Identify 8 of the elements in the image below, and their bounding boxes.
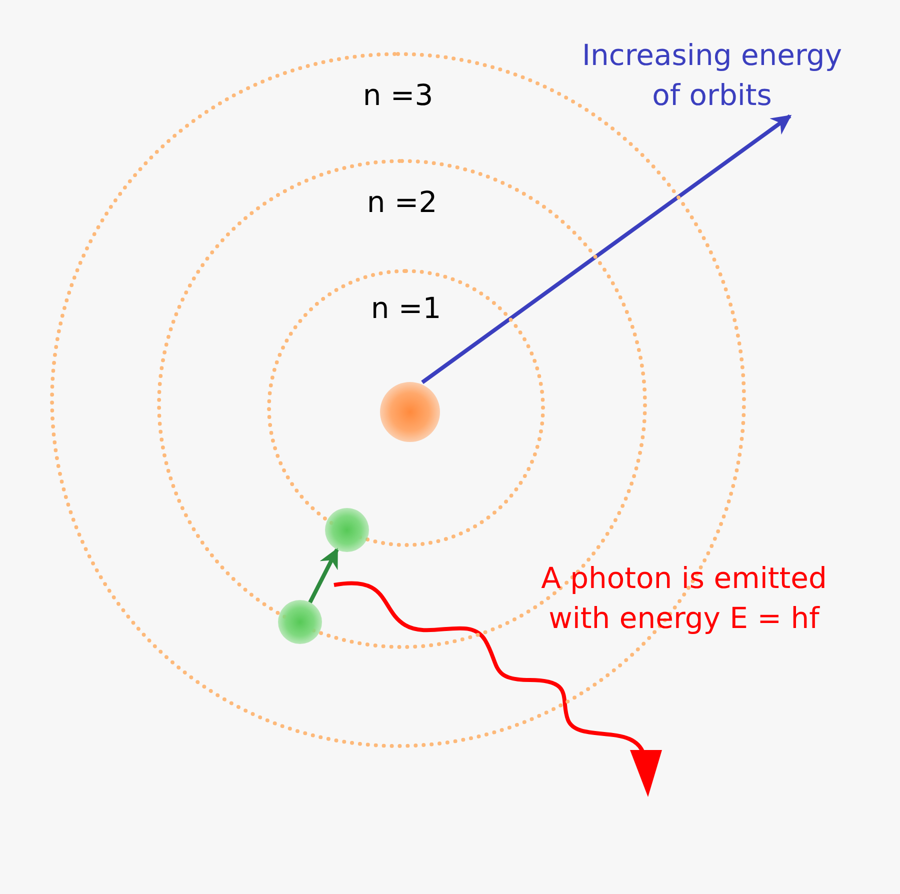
photon-caption: A photon is emitted with energy E = hf (540, 560, 828, 637)
orbit-label: n =2 (366, 185, 438, 219)
arrow (421, 114, 792, 384)
arrow (308, 548, 339, 604)
orbit-label: n =3 (362, 78, 434, 112)
orbit-label: n =1 (370, 291, 442, 325)
energy-caption: Increasing energy of orbits (567, 35, 857, 115)
orbit-ring (267, 269, 545, 547)
